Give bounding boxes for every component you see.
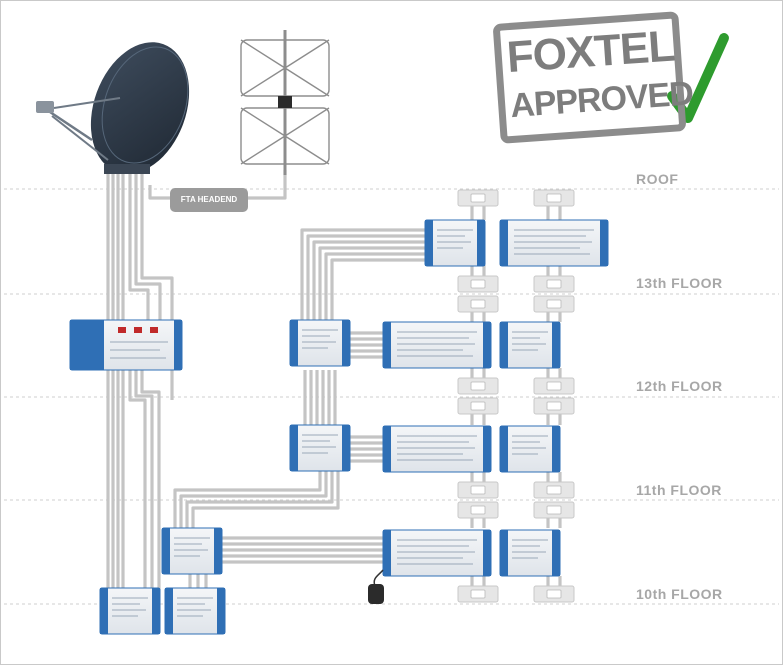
- cable-runs: [106, 170, 562, 590]
- wall-outlet-icon: [457, 295, 499, 313]
- multiswitch-icon: [382, 321, 492, 369]
- checkmark-icon: [667, 33, 729, 123]
- wall-outlet-icon: [457, 585, 499, 603]
- wall-outlet-icon: [457, 481, 499, 499]
- wall-outlet-icon: [533, 377, 575, 395]
- multiswitch-icon: [382, 529, 492, 577]
- fta-headend-label: FTA HEADEND: [170, 188, 248, 212]
- wall-outlet-icon: [457, 189, 499, 207]
- wall-outlet-icon: [533, 295, 575, 313]
- multiswitch-icon: [499, 425, 561, 473]
- wall-outlet-icon: [457, 275, 499, 293]
- floor-label-roof: ROOF: [636, 171, 679, 187]
- wall-outlet-icon: [533, 585, 575, 603]
- multiswitch-icon: [424, 219, 486, 267]
- multiswitch-icon: [382, 425, 492, 473]
- wall-outlet-icon: [457, 377, 499, 395]
- satellite-dish-icon: [36, 42, 190, 174]
- foxtel-approved-stamp: FOXTEL APPROVED: [492, 10, 702, 158]
- multiswitch-icon: [164, 587, 226, 635]
- floor-label-12th: 12th FLOOR: [636, 378, 723, 394]
- power-supply-icon: [368, 569, 384, 604]
- floor-label-11th: 11th FLOOR: [636, 482, 722, 498]
- wall-outlet-icon: [457, 501, 499, 519]
- multiswitch-icon: [289, 319, 351, 367]
- wall-outlet-icon: [533, 189, 575, 207]
- multiswitch-icon: [499, 321, 561, 369]
- wall-outlet-icon: [533, 275, 575, 293]
- wall-outlet-icon: [533, 501, 575, 519]
- floor-label-13th: 13th FLOOR: [636, 275, 723, 291]
- multiswitch-icon: [499, 219, 609, 267]
- wall-outlet-icon: [533, 397, 575, 415]
- wall-outlet-icon: [457, 397, 499, 415]
- wall-outlet-icon: [533, 481, 575, 499]
- multiswitch-icon: [69, 319, 183, 371]
- multiswitch-icon: [289, 424, 351, 472]
- multiswitch-icon: [99, 587, 161, 635]
- multiswitch-icon: [161, 527, 223, 575]
- floor-label-10th: 10th FLOOR: [636, 586, 723, 602]
- tv-antenna-icon: [240, 30, 330, 175]
- multiswitch-icon: [499, 529, 561, 577]
